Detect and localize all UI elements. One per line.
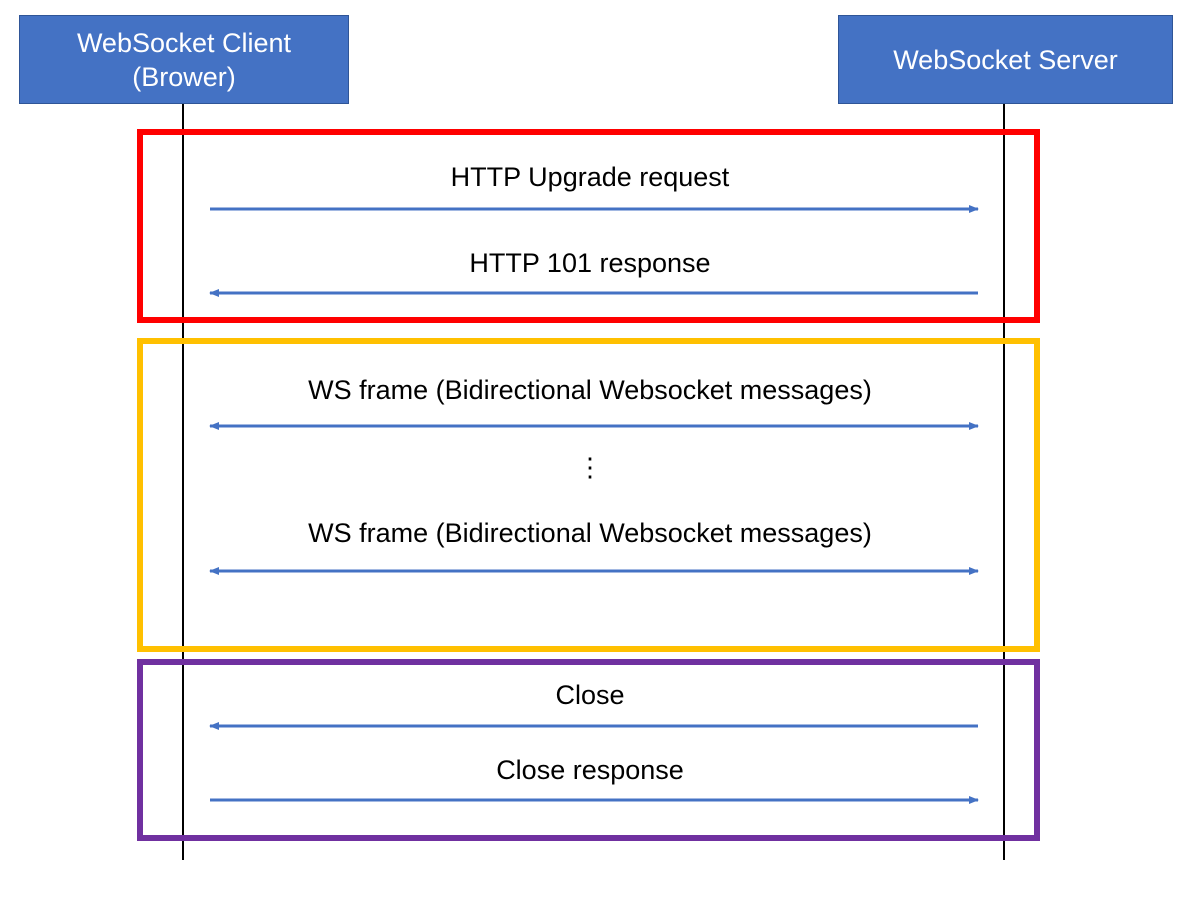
ellipsis-vertical: ⋮ [577,452,603,482]
client-actor-box: WebSocket Client (Brower) [19,15,349,104]
message-label-ws-frame-1: WS frame (Bidirectional Websocket messag… [308,375,872,405]
client-actor-subtitle: (Brower) [132,61,236,92]
message-label-upgrade-request: HTTP Upgrade request [450,162,730,192]
message-label-ws-frame-2: WS frame (Bidirectional Websocket messag… [308,518,872,548]
message-label-close-response: Close response [496,755,684,785]
message-label-101-response: HTTP 101 response [469,248,711,278]
client-actor-title: WebSocket Client [76,27,292,58]
server-actor-box: WebSocket Server [838,15,1173,104]
message-label-close: Close [555,680,625,710]
client-lifeline [182,104,184,860]
data-transfer-phase-box [137,338,1040,652]
close-phase-box [137,659,1040,841]
server-actor-title: WebSocket Server [893,44,1118,75]
server-lifeline [1003,104,1005,860]
handshake-phase-box [137,129,1040,323]
